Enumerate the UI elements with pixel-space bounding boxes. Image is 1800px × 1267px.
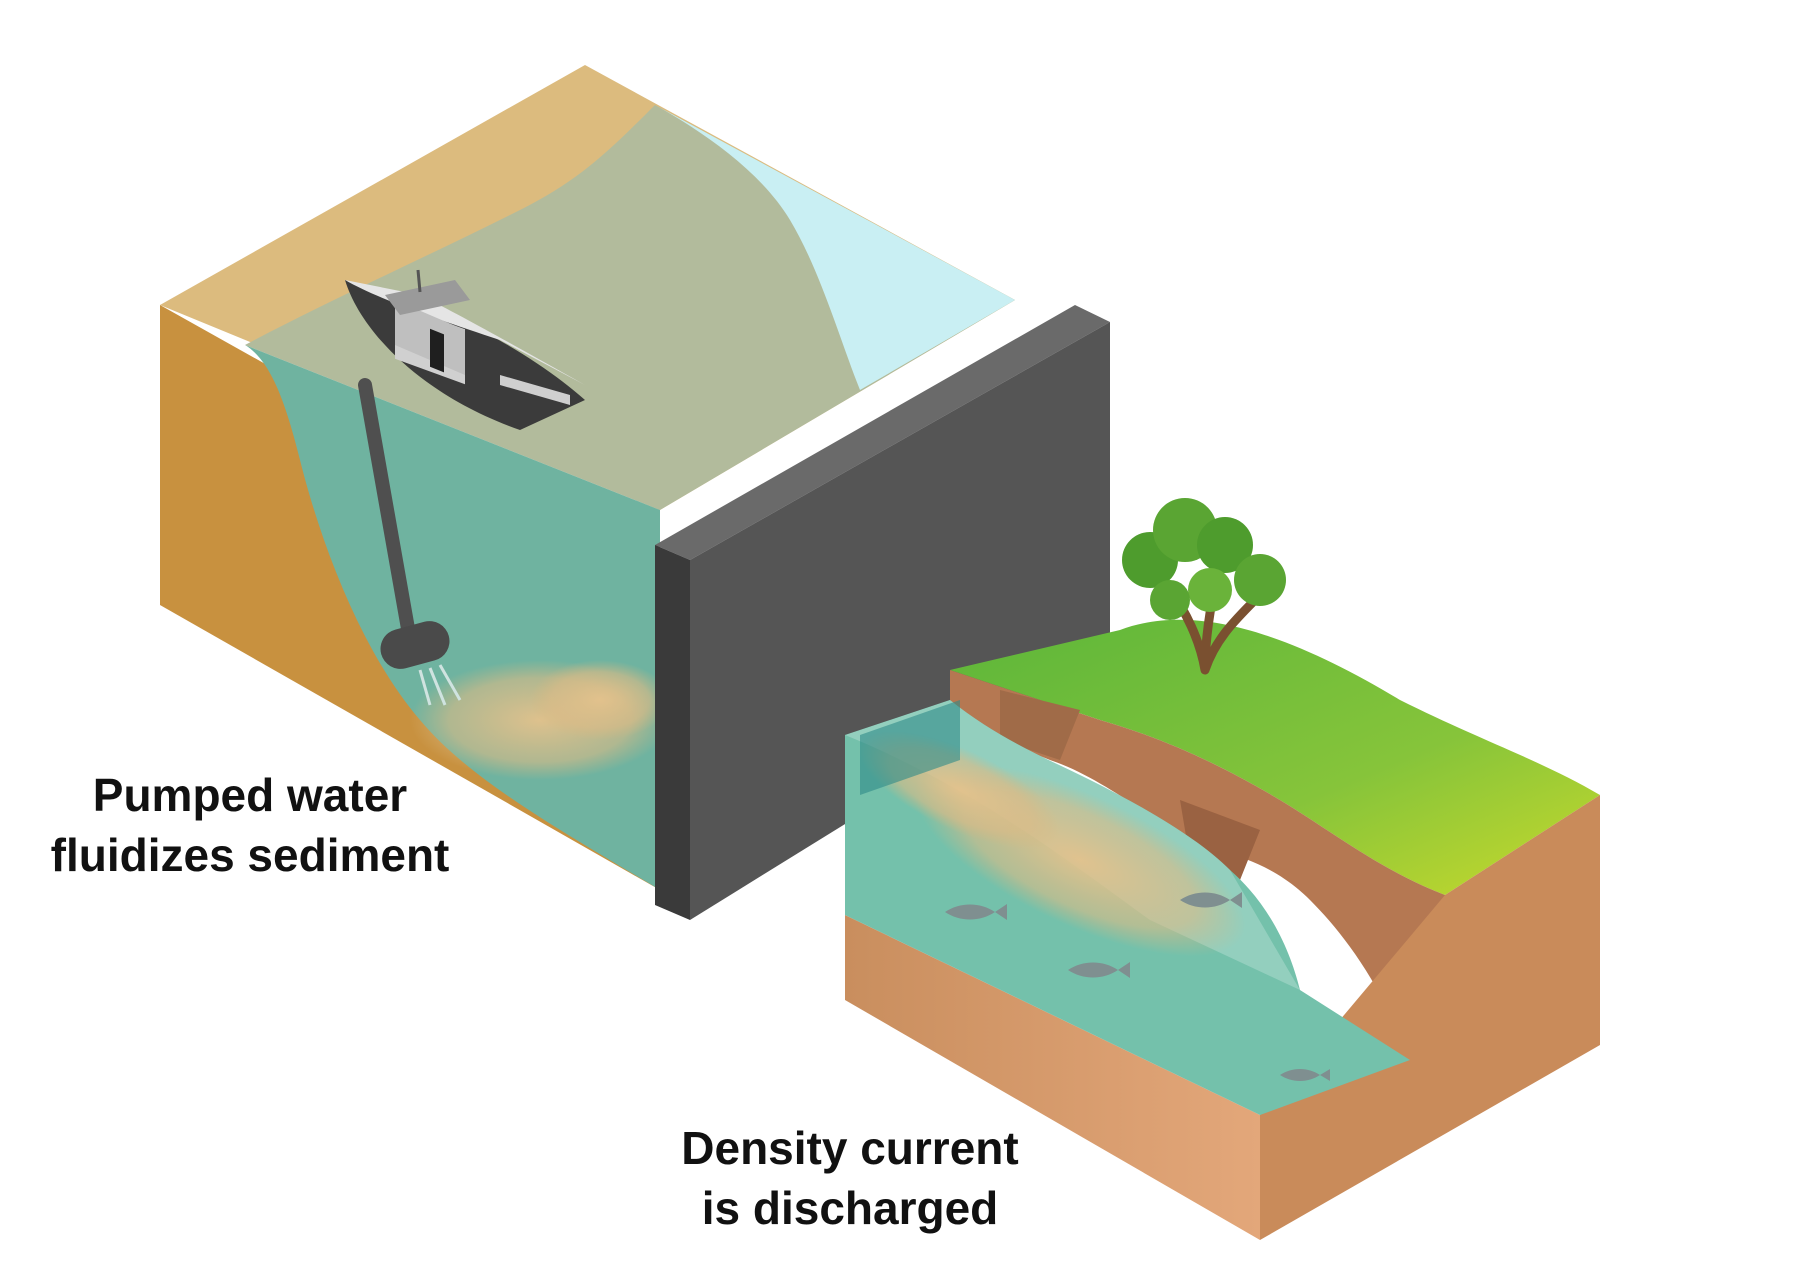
fish-icon: [945, 892, 1330, 1081]
sediment-plume-core: [530, 660, 670, 740]
downstream-soil-front: [845, 915, 1260, 1240]
dam-icon: [655, 305, 1110, 920]
dam-front: [690, 322, 1110, 920]
caption-density-current-line2: is discharged: [701, 1182, 999, 1234]
reservoir-clear-water: [655, 105, 1015, 390]
downstream-soil-side-right: [1260, 795, 1600, 1240]
caption-pumped-water-line1: Pumped water: [92, 769, 408, 821]
caption-pumped-water-line2: fluidizes sediment: [50, 829, 450, 881]
tree-icon: [1122, 498, 1286, 675]
dredge-pipe-icon: [358, 378, 462, 706]
caption-density-current: Density current is discharged: [620, 1118, 1080, 1238]
riverbank-cliff: [950, 670, 1445, 1060]
reservoir-block: [160, 65, 1015, 890]
dam-side: [655, 545, 690, 920]
dam-outlet: [860, 700, 960, 795]
boat-icon: [345, 269, 585, 430]
caption-pumped-water: Pumped water fluidizes sediment: [20, 765, 480, 885]
dam-top: [655, 305, 1110, 560]
caption-density-current-line1: Density current: [681, 1122, 1019, 1174]
downstream-block: [845, 619, 1600, 1240]
riverbank-grass: [950, 619, 1600, 895]
